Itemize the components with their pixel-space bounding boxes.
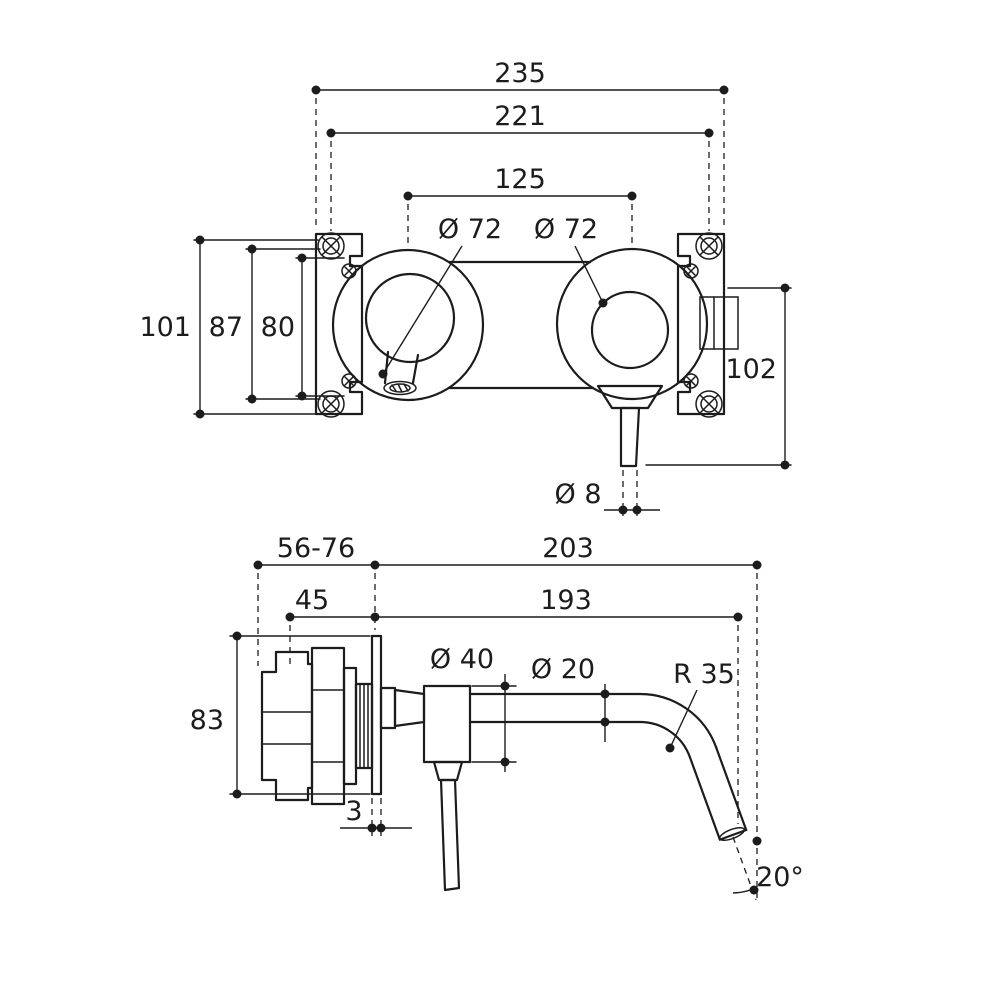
dim-handle-drop-label: 102 (725, 354, 777, 385)
dim-fixing-height-label: 87 (209, 312, 243, 343)
dim-spout-diameter: Ø 20 (531, 654, 610, 742)
dim-fixing-centers-label: 221 (494, 101, 546, 132)
dim-bend-radius: R 35 (665, 659, 735, 753)
side-view-dimensions: 56-76 203 45 193 Ø 40 (190, 533, 804, 901)
dim-overall-height: 101 (139, 235, 319, 419)
dim-outlet-centers: 125 (403, 164, 637, 246)
dim-bend-radius-label: R 35 (673, 659, 735, 690)
aerator (383, 380, 417, 396)
dim-overall-reach-label: 203 (542, 533, 594, 564)
spout-assembly (379, 684, 748, 842)
dim-body-height-label: 80 (261, 312, 295, 343)
dim-plate-height-label: 83 (190, 705, 224, 736)
left-mounting-bracket (314, 232, 364, 418)
dim-handle-rod-diameter: Ø 8 (554, 470, 660, 516)
handle-side (432, 760, 464, 892)
spout-outlet (719, 826, 745, 842)
in-wall-body (260, 646, 374, 806)
valve-body (422, 684, 472, 764)
dim-overall-reach: 203 (375, 533, 762, 898)
front-view-dimensions: 235 221 125 Ø 72 Ø 72 (139, 58, 792, 516)
dim-overall-width: 235 (311, 58, 729, 228)
dim-plate-thickness: 3 (340, 796, 412, 836)
dim-body-depth: 45 (285, 585, 380, 664)
dim-handle-rod-label: Ø 8 (554, 479, 601, 510)
dim-body-height: 80 (261, 253, 345, 401)
dim-outlet-reach-label: 193 (540, 585, 592, 616)
dim-fixing-centers-width: 221 (326, 101, 714, 231)
dim-spout-diameter-label: Ø 20 (531, 654, 595, 685)
dim-outlet-angle: 20° (732, 836, 804, 901)
dim-overall-width-label: 235 (494, 58, 546, 89)
dim-fixing-height: 87 (209, 244, 321, 404)
dim-outlet-reach: 193 (375, 585, 743, 824)
dim-overall-height-label: 101 (139, 312, 191, 343)
dim-escutcheon-label: Ø 40 (430, 644, 494, 675)
handle-rosette (555, 247, 709, 468)
dim-escutcheon-diameter: Ø 40 (430, 644, 517, 772)
dim-wall-depth-label: 56-76 (277, 533, 355, 564)
dim-outlet-angle-label: 20° (756, 862, 804, 893)
dim-right-rosette-diameter: Ø 72 (534, 214, 608, 308)
dim-outlet-centers-label: 125 (494, 164, 546, 195)
side-view (260, 634, 748, 892)
wall-plate (370, 634, 383, 796)
mixer-body (447, 260, 595, 390)
dim-left-rosette-diameter: Ø 72 (378, 214, 502, 379)
spout-rosette (331, 248, 485, 402)
dim-body-depth-label: 45 (295, 585, 329, 616)
front-view (314, 232, 739, 468)
dim-plate-thickness-label: 3 (345, 796, 362, 827)
handle-rod (619, 406, 641, 468)
dim-handle-drop: 102 (645, 283, 792, 470)
dim-wall-depth-range: 56-76 (253, 533, 380, 666)
dim-plate-height: 83 (190, 631, 371, 799)
dim-left-rosette-label: Ø 72 (438, 214, 502, 245)
dim-right-rosette-label: Ø 72 (534, 214, 598, 245)
